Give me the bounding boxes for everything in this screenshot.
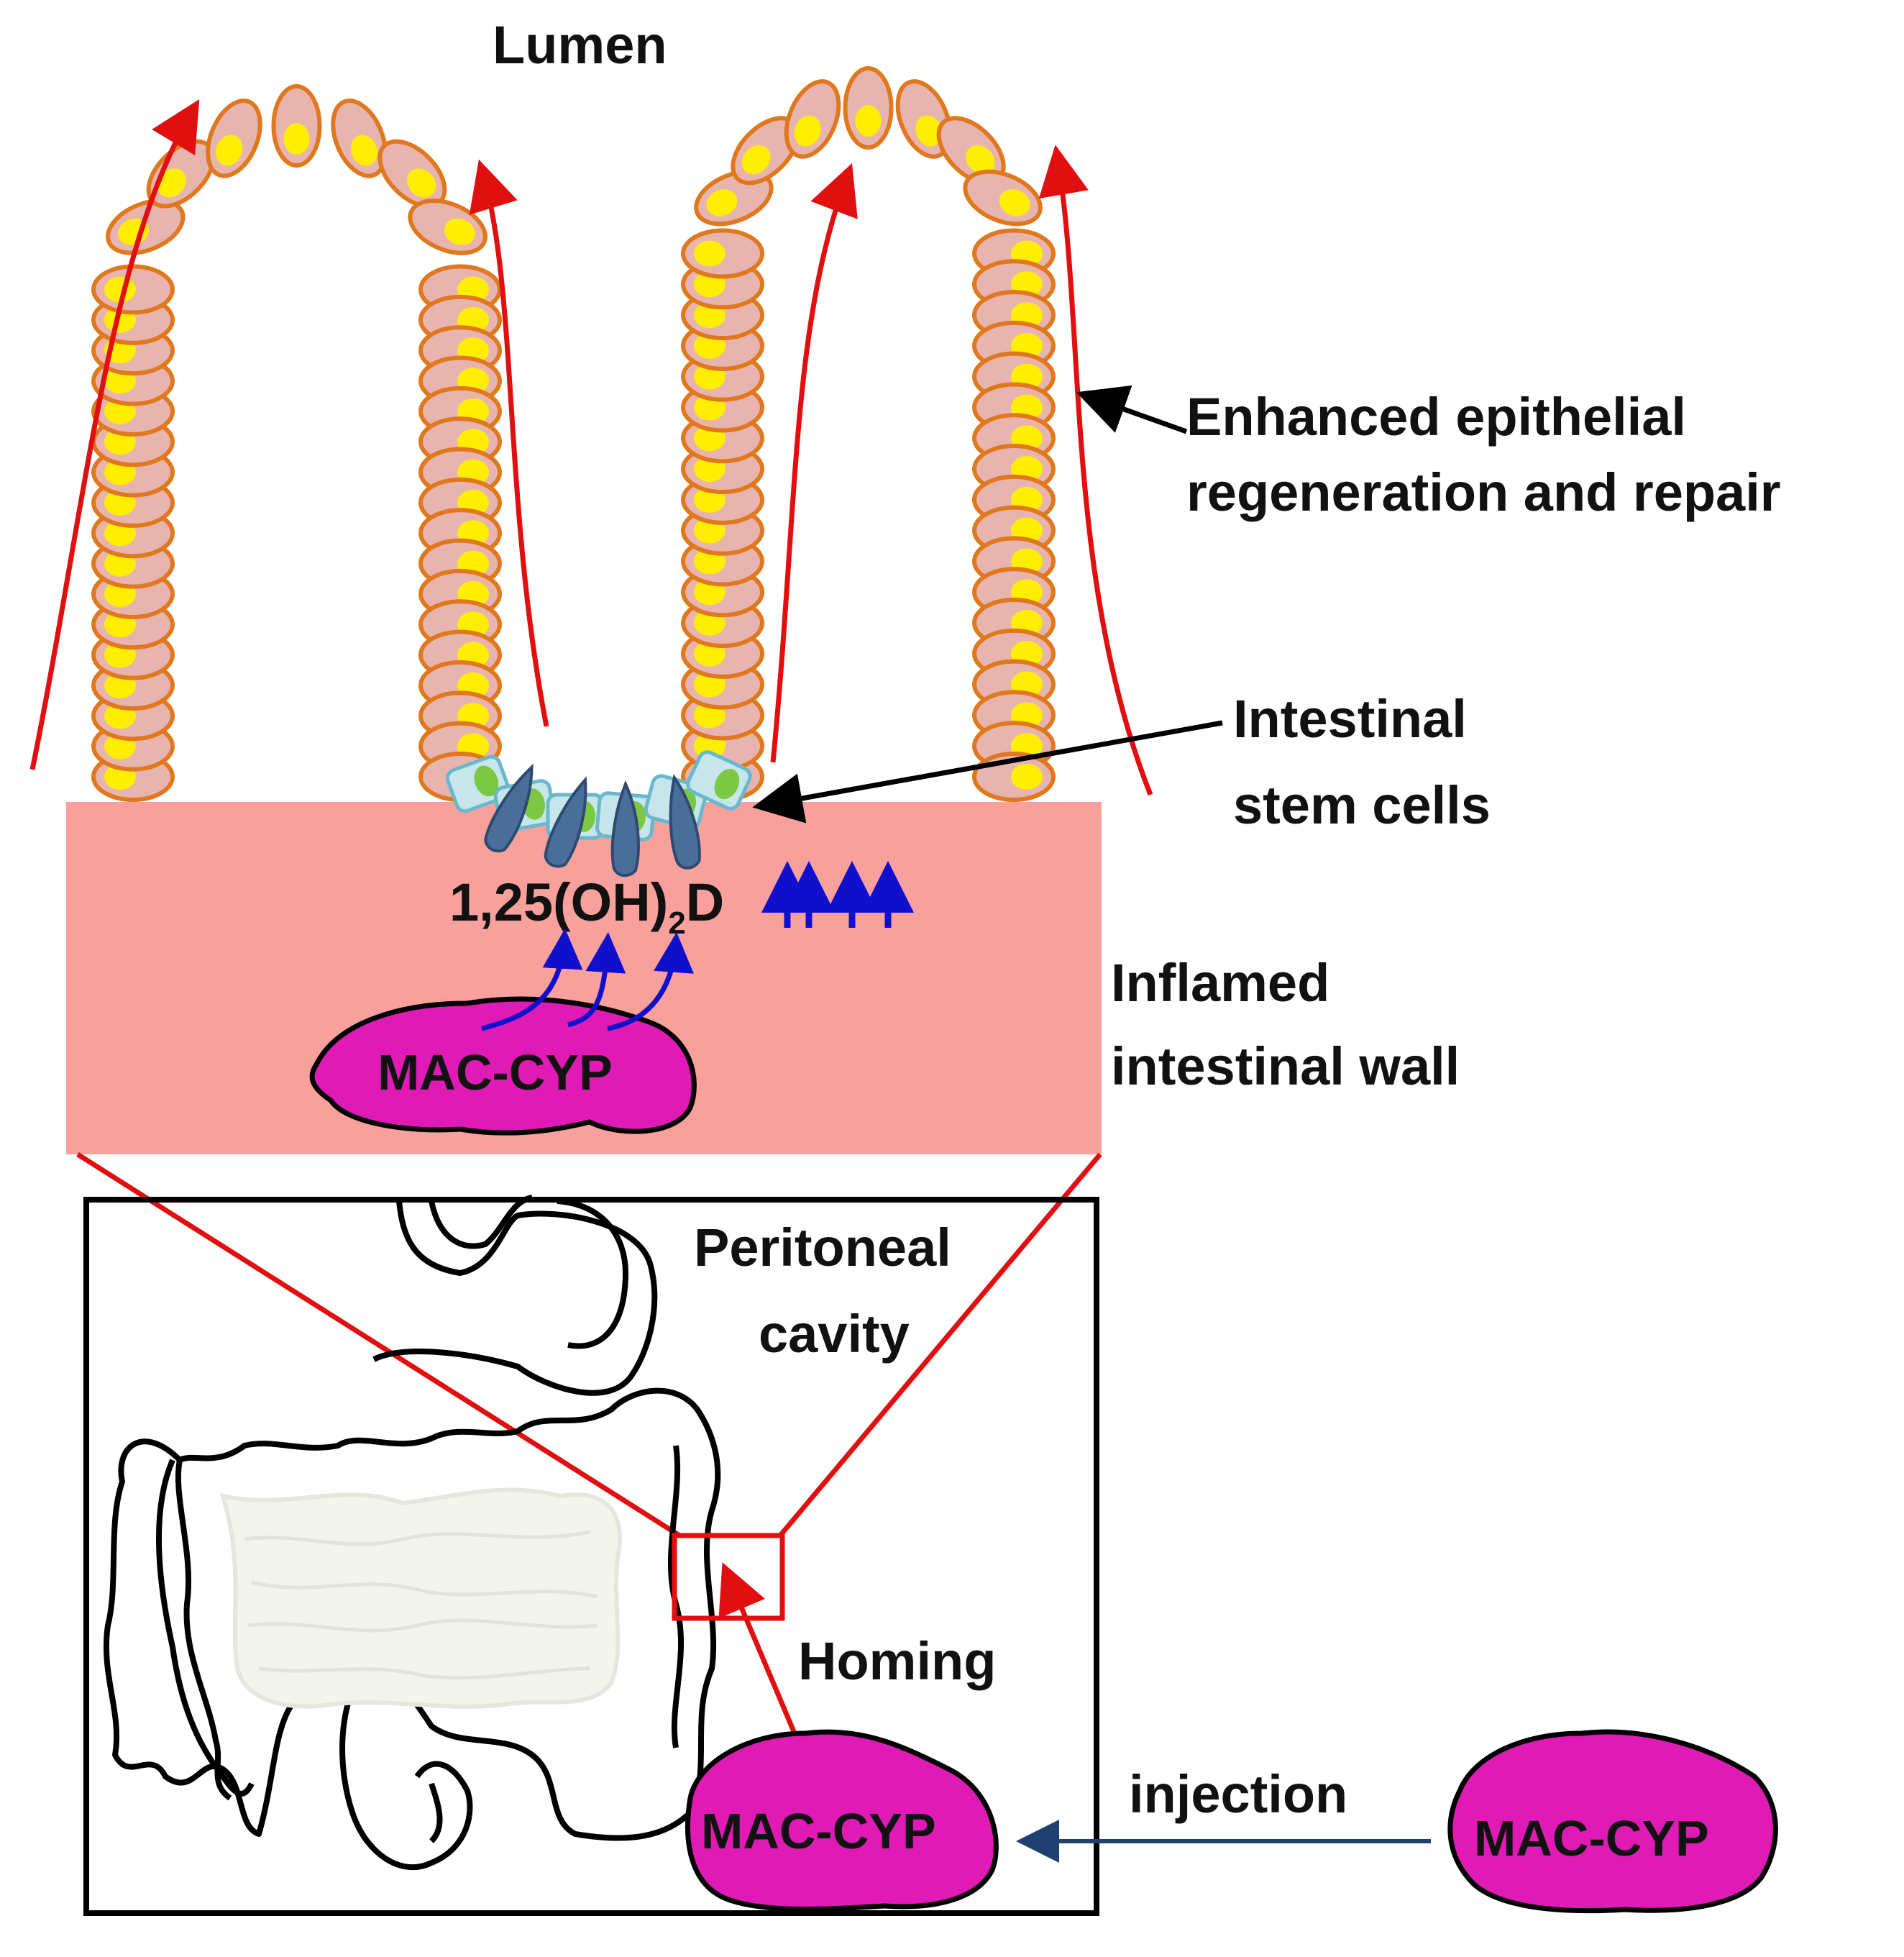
secretion-arrows [481, 929, 694, 1031]
cell-nucleus [157, 168, 187, 198]
villus-cell [963, 169, 1043, 227]
small-intestine [219, 1487, 622, 1709]
villus-cell [936, 116, 1006, 186]
peritoneal-cavity-box [83, 1197, 1099, 1916]
peritoneal-label-line2: cavity [759, 1304, 910, 1364]
cell-nucleus [855, 105, 882, 137]
villus-left [91, 84, 502, 802]
cell-nucleus [706, 189, 738, 216]
cell-nucleus [1011, 764, 1043, 790]
cell-nucleus [283, 123, 310, 155]
enhanced-pointer-arrow [1076, 385, 1188, 434]
regeneration-arrow-3 [770, 163, 858, 763]
regeneration-arrow-2 [469, 159, 549, 727]
cell-nucleus [966, 145, 995, 175]
villus-cell [91, 264, 175, 315]
macrophage-wall-blob [309, 996, 697, 1136]
macrophage-outside-blob [1447, 1729, 1778, 1914]
villus-cell [331, 99, 388, 178]
homing-label: Homing [798, 1631, 996, 1691]
macrophage-outside-label: MAC-CYP [1474, 1810, 1709, 1866]
injection-label: injection [1129, 1764, 1347, 1824]
villus-cell [408, 199, 488, 255]
macrophage-cavity-blob [685, 1729, 999, 1912]
villus-cell [271, 84, 322, 168]
cell-nucleus [694, 240, 726, 267]
stem-cell [686, 750, 752, 811]
macrophage-cavity-label: MAC-CYP [701, 1803, 936, 1859]
villus-cell [843, 66, 894, 150]
curved-arrow [481, 929, 583, 1031]
curved-arrow [607, 932, 694, 1031]
zoom-line-left [76, 1152, 681, 1538]
inflamed-label-line1: Inflamed [1111, 953, 1329, 1013]
cell-nucleus [215, 134, 243, 166]
cell-nucleus [794, 115, 821, 147]
homing-arrow [718, 1562, 797, 1735]
regeneration-arrow-1 [29, 99, 200, 770]
intestinal-stem-cells [445, 750, 752, 877]
villus-cell [206, 99, 262, 178]
stem-label-line1: Intestinal [1233, 689, 1467, 749]
villus-cell [146, 139, 216, 209]
villus-right [681, 66, 1056, 802]
villus-cell [784, 79, 841, 159]
lumen-label: Lumen [493, 15, 667, 75]
villus-cell [731, 116, 800, 186]
cell-nucleus [350, 134, 378, 166]
inflamed-label-line2: intestinal wall [1111, 1036, 1460, 1096]
stem-cell-spindle [484, 763, 534, 853]
peritoneal-label-line1: Peritoneal [694, 1218, 951, 1277]
cell-nucleus [444, 218, 475, 245]
small-intestine-folds [244, 1530, 598, 1680]
regeneration-arrow-4 [1038, 145, 1153, 796]
cell-nucleus [999, 189, 1030, 216]
stem-pointer-arrow [752, 720, 1223, 824]
villus-cell [681, 228, 764, 279]
macrophage-wall-label: MAC-CYP [377, 1044, 613, 1100]
stem-label-line2: stem cells [1233, 775, 1491, 835]
enhanced-label-line1: Enhanced epithelial [1186, 387, 1686, 447]
cell-nucleus [915, 115, 943, 147]
zoom-line-right [778, 1152, 1102, 1538]
curved-arrow [567, 932, 626, 1028]
cell-nucleus [741, 145, 771, 175]
cell-nucleus [406, 168, 436, 198]
stem-cell-spindle [610, 780, 640, 877]
enhanced-label-line2: regeneration and repair [1186, 462, 1781, 522]
stem-cell-spindle [544, 776, 587, 868]
stem-cell [445, 754, 511, 813]
stem-cell-spindle [669, 774, 701, 870]
increase-arrows [761, 861, 914, 928]
